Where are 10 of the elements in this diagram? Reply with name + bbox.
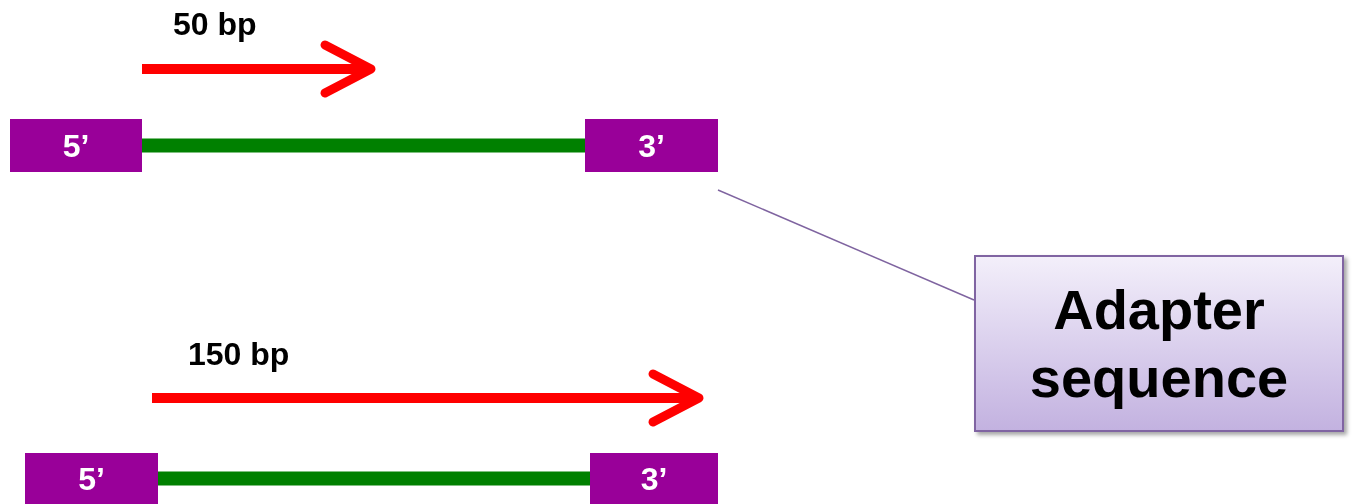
adapter-block: 3’ [585,119,718,172]
callout-box: Adapter sequence [974,255,1344,432]
length-label: 150 bp [188,338,290,370]
adapter-block: 5’ [25,453,158,504]
strand-line [158,471,590,486]
adapter-block: 3’ [590,453,718,504]
length-label: 50 bp [173,8,257,40]
strand-line [142,138,585,153]
leader-line [717,189,975,301]
adapter-block: 5’ [10,119,142,172]
